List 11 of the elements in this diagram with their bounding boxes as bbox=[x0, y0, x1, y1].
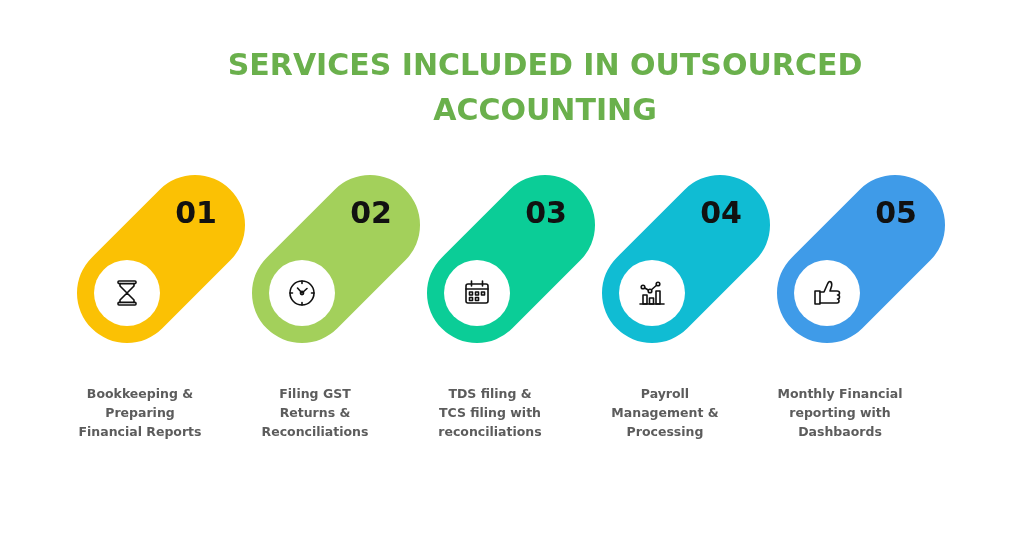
caption-text: Filing GST Returns & Reconciliations bbox=[260, 385, 370, 441]
step-number: 05 bbox=[874, 196, 918, 230]
step-number: 01 bbox=[174, 196, 218, 230]
caption-text: TDS filing & TCS filing with reconciliations bbox=[437, 385, 543, 441]
step-number: 03 bbox=[524, 196, 568, 230]
caption-text: Monthly Financial reporting with Dashbaords bbox=[776, 385, 904, 441]
step-number: 02 bbox=[349, 196, 393, 230]
caption-text: Payroll Management & Processing bbox=[610, 385, 720, 441]
caption-text: Bookkeeping & Preparing Financial Reports bbox=[77, 385, 203, 441]
step-number: 04 bbox=[699, 196, 743, 230]
heading: SERVICES INCLUDED IN OUTSOURCED ACCOUNTING bbox=[226, 46, 864, 129]
